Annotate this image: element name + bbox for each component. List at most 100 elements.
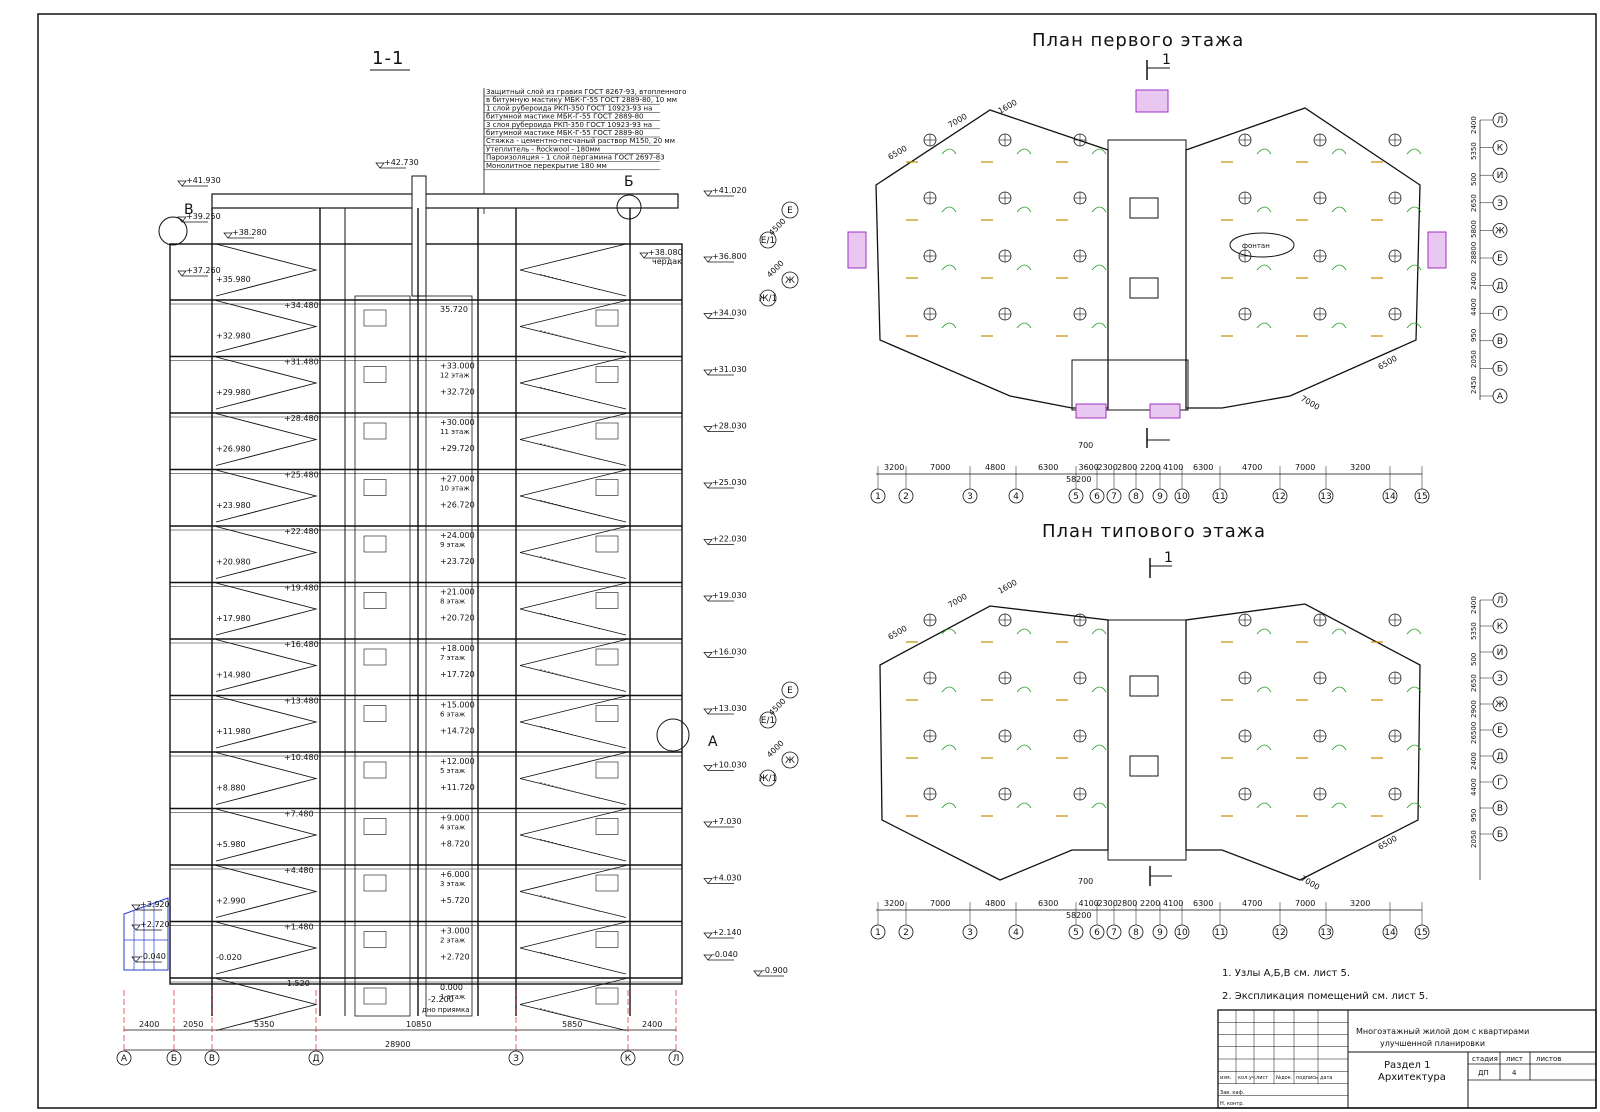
roof-slab — [211, 193, 679, 209]
plan2-right-axes: ЛКИЗЖЕДГВБ240053505002650290026500240044… — [1470, 592, 1508, 880]
plan-right-axis: Е — [1497, 254, 1503, 264]
floor-mark: +14.720 — [440, 727, 475, 736]
plan-axis-label: 6 — [1094, 492, 1100, 502]
plan-dim: 2300 — [1098, 463, 1118, 472]
plan-right-dim: 5350 — [1470, 142, 1478, 160]
plan-dim: 700 — [1078, 441, 1093, 450]
floor-label: 6 этаж — [440, 711, 466, 719]
stair-mark: +4.480 — [284, 866, 314, 875]
plan-right-axis: З — [1497, 674, 1503, 684]
plan-dim: 4800 — [985, 463, 1005, 472]
plan-right-axis: Г — [1497, 778, 1503, 788]
plan-axis-label: 10 — [1176, 928, 1188, 938]
elevation-mark: +39.250 — [186, 212, 221, 221]
stair-mark: +7.480 — [284, 810, 314, 819]
stair-mark: -1.520 — [284, 979, 310, 988]
plan-axis-label: 4 — [1013, 492, 1019, 502]
dim-value: 2400 — [139, 1020, 159, 1029]
project-title-1: Многоэтажный жилой дом с квартирами — [1356, 1027, 1529, 1036]
roof-layer-line: в битумную мастику МБК-Г-55 ГОСТ 2889-80… — [486, 96, 677, 104]
elevation-mark: +10.030 — [712, 761, 747, 770]
node-v-label: В — [184, 202, 194, 218]
roof-layer-line: Монолитное перекрытие 180 мм — [486, 162, 607, 170]
side-dim: 4500 — [767, 697, 788, 718]
dim-value: 2050 — [183, 1020, 203, 1029]
axis-label: Л — [673, 1054, 680, 1064]
stair-mark: +22.480 — [284, 527, 319, 536]
roof-layer-line: Пароизоляция - 1 слой пергамина ГОСТ 269… — [486, 154, 665, 162]
roof-layer-line: Утеплитель - Rockwool - 180мм — [486, 145, 600, 153]
plan-right-axis: Ж — [1495, 226, 1505, 236]
stair-mark: +26.980 — [216, 445, 251, 454]
plan2-title: План типового этажа — [1042, 521, 1266, 542]
node-b-label: Б — [624, 174, 634, 190]
plan-axis-label: 7 — [1111, 928, 1117, 938]
axis-label: З — [513, 1054, 519, 1064]
plan-dim: 4800 — [985, 899, 1005, 908]
side-axis-label: Е — [787, 206, 793, 216]
stair-mark: +28.480 — [284, 414, 319, 423]
elevation-mark: -0.900 — [762, 966, 788, 975]
tb-row-label: Зав. каф. — [1220, 1090, 1245, 1096]
stage-header: стадия — [1472, 1055, 1498, 1063]
stair-mark: +34.480 — [284, 301, 319, 310]
tb-row-label: Н. контр. — [1220, 1101, 1244, 1107]
plan-axis-label: 13 — [1320, 928, 1331, 938]
floor-mark: +21.000 — [440, 588, 475, 597]
stair-mark: +10.480 — [284, 753, 319, 762]
stair-mark: +35.980 — [216, 275, 251, 284]
axis-bubble — [166, 1050, 182, 1066]
plan-right-axis: И — [1497, 648, 1504, 658]
plan-right-dim: 5350 — [1470, 622, 1478, 640]
fountain-label: фонтан — [1242, 242, 1270, 250]
stair-mark: +5.980 — [216, 840, 246, 849]
plan-right-dim: 2400 — [1470, 596, 1478, 614]
plan-dim: 4100 — [1163, 463, 1183, 472]
elevation-mark: -0.040 — [140, 952, 166, 961]
axis-label: К — [625, 1054, 632, 1064]
plan2-cut-top: 1 — [1164, 550, 1173, 566]
plan-axis-label: 1 — [875, 928, 881, 938]
tb-col-header: кол.уч. — [1238, 1075, 1257, 1081]
side-axis-label: Е/1 — [761, 716, 775, 726]
sheets-header: листов — [1536, 1055, 1561, 1063]
plan-axis-label: 14 — [1384, 492, 1396, 502]
plan-dim: 2300 — [1098, 899, 1118, 908]
floor-mark: +23.720 — [440, 557, 475, 566]
plan2-fixtures — [906, 613, 1422, 817]
section-title: 1-1 — [372, 48, 404, 69]
pit-mark: -2.200 — [428, 995, 454, 1004]
plan-dim: 3200 — [1350, 463, 1370, 472]
stair-mark: +29.980 — [216, 388, 251, 397]
tb-col-header: лист — [1256, 1075, 1268, 1081]
stair-mark: +14.980 — [216, 671, 251, 680]
roof-layer-line: Защитный слой из гравия ГОСТ 8267-93, вт… — [486, 88, 686, 96]
plan-dim: 6300 — [1193, 899, 1213, 908]
plan-dim: 7000 — [1295, 899, 1315, 908]
tb-col-header: №док. — [1276, 1075, 1293, 1081]
plan-axis-label: 9 — [1157, 928, 1163, 938]
project-title-2: улучшенной планировки — [1380, 1039, 1485, 1048]
plan-right-dim: 26500 — [1470, 722, 1478, 744]
floor-label: 12 этаж — [440, 372, 470, 380]
floor-label: 11 этаж — [440, 428, 470, 436]
elevation-mark: +3.920 — [140, 900, 170, 909]
plan-right-axis: А — [1497, 392, 1504, 402]
plan-right-dim: 2900 — [1470, 700, 1478, 718]
stair-landing-marks: +35.980+32.980+29.980+26.980+23.980+20.9… — [216, 275, 319, 988]
plan-diag-dim: 7000 — [1299, 394, 1321, 412]
plan-right-axis: К — [1497, 622, 1504, 632]
stair-mark: +17.980 — [216, 614, 251, 623]
floor-mark: +18.000 — [440, 644, 475, 653]
floor-mark: +20.720 — [440, 614, 475, 623]
plan-right-dim: 4400 — [1470, 298, 1478, 316]
floor-mark: +2.720 — [440, 953, 470, 962]
floor-mark: +15.000 — [440, 701, 475, 710]
plan-right-dim: 2050 — [1470, 830, 1478, 848]
stair-mark: +20.980 — [216, 558, 251, 567]
side-axis-label: Ж — [785, 276, 795, 286]
roof-layer-notes: Защитный слой из гравия ГОСТ 8267-93, вт… — [484, 88, 686, 171]
